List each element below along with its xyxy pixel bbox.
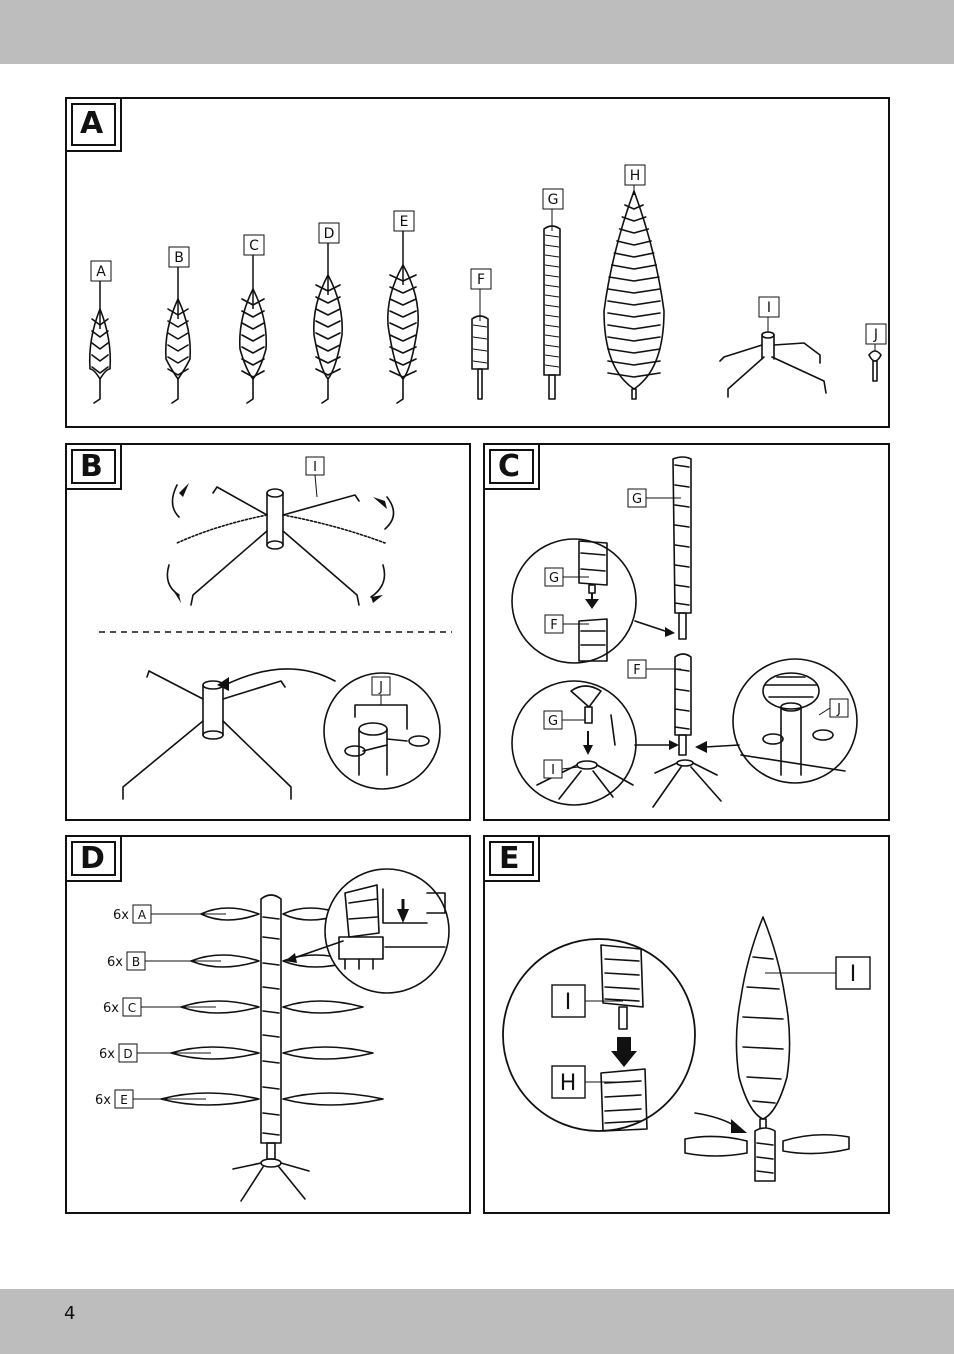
c-label-detail-f: F (550, 618, 557, 633)
a-part-label: H (630, 168, 641, 184)
panel-c-letter: C (498, 449, 521, 484)
a-part-c: C (238, 234, 268, 404)
a-part-b: B (164, 246, 192, 404)
panel-e-letter: E (499, 841, 520, 876)
a-part-i: I (719, 296, 827, 398)
b-label-screw: J (378, 680, 383, 695)
panel-c-tag: C (483, 443, 540, 490)
c-label-detail2-g: G (548, 714, 558, 729)
a-part-g: G (542, 188, 564, 400)
panel-b-letter: B (80, 449, 103, 484)
panel-e-tag: E (483, 835, 540, 882)
c-label-main-g: G (632, 492, 642, 507)
a-part-label: I (767, 300, 771, 316)
panel-d-letter: D (80, 841, 105, 876)
a-part-label: C (249, 238, 259, 254)
d-row: 6x E (95, 1089, 206, 1109)
a-part-label: D (324, 226, 335, 242)
a-part-label: F (477, 272, 485, 288)
a-part-label: B (174, 250, 184, 266)
a-part-e: E (386, 210, 420, 404)
a-part-a: A (88, 260, 112, 404)
panel-b-drawing: I J (99, 456, 452, 800)
panel-e-drawing: I I H (502, 916, 871, 1182)
b-label-stand: I (313, 460, 317, 475)
panel-e: I I H E (483, 835, 890, 1214)
panel-d-tag: D (65, 835, 122, 882)
d-row-part: B (132, 955, 140, 969)
d-row: 6x C (103, 997, 216, 1017)
d-row: 6x B (107, 951, 221, 971)
panel-c: G F G F (483, 443, 890, 821)
e-label-detail-bottom: H (560, 1071, 577, 1096)
panel-c-drawing: G F G F (511, 456, 858, 808)
panel-a-tag: A (65, 97, 122, 152)
d-row-qty: 6x (103, 1001, 119, 1016)
c-label-detail-g: G (549, 571, 559, 586)
panel-a: A B C D E F G H I J A (65, 97, 890, 428)
a-part-j: J (865, 323, 887, 382)
a-part-label: E (400, 214, 409, 230)
d-row-part: E (120, 1093, 128, 1107)
panel-a-drawing: A B C D E F G H I J (88, 164, 887, 404)
e-label-big: I (850, 962, 857, 987)
c-label-screw: J (836, 702, 841, 717)
page-number: 4 (64, 1303, 76, 1324)
a-part-label: J (873, 327, 878, 343)
a-part-f: F (470, 268, 492, 400)
a-part-h: H (603, 164, 665, 400)
d-row-qty: 6x (95, 1093, 111, 1108)
e-label-detail-top: I (565, 990, 572, 1015)
d-row-qty: 6x (99, 1047, 115, 1062)
a-part-label: A (96, 264, 106, 280)
panel-b-tag: B (65, 443, 122, 490)
a-part-label: G (548, 192, 559, 208)
c-label-main-f: F (633, 663, 640, 678)
panel-b: I J B (65, 443, 471, 821)
d-row-qty: 6x (113, 908, 129, 923)
c-label-detail2-i: I (551, 763, 555, 778)
d-row: 6x D (99, 1043, 211, 1063)
a-part-d: D (312, 222, 344, 404)
header-band (0, 0, 954, 64)
d-row: 6x A (113, 904, 226, 924)
d-row-part: C (128, 1001, 136, 1015)
footer-band (0, 1289, 954, 1354)
d-row-part: A (138, 908, 147, 922)
d-row-qty: 6x (107, 955, 123, 970)
panel-a-letter: A (80, 106, 104, 141)
d-row-part: D (123, 1047, 132, 1061)
